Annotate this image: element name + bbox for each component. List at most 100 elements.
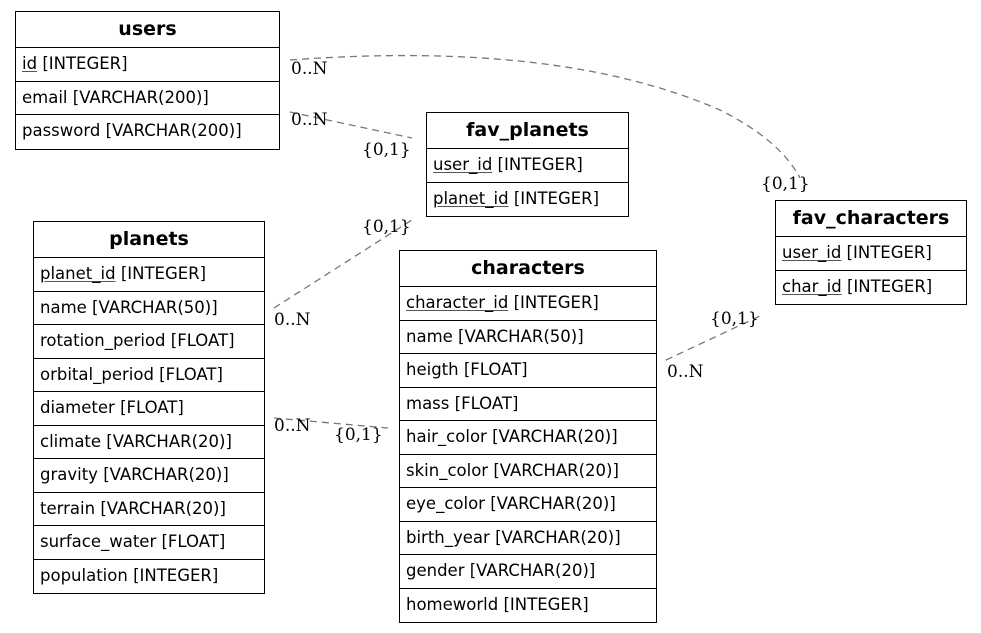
rel-users-fav-characters-to-card: {0,1}: [761, 174, 810, 194]
field-name: id: [22, 54, 38, 73]
entity-title: fav_characters: [776, 201, 966, 237]
field-type: [FLOAT]: [454, 393, 519, 413]
field-row: skin_color [VARCHAR(20)]: [400, 455, 656, 488]
field-row: climate [VARCHAR(20)]: [34, 426, 264, 459]
field-name: homeworld: [406, 594, 499, 614]
rel-users-fav-planets-to-card: {0,1}: [362, 140, 411, 160]
rel-users-fav-planets-from-card: 0..N: [291, 110, 328, 130]
rel-users-fav-planets-line: [289, 111, 413, 139]
field-row: id [INTEGER]: [16, 48, 279, 82]
field-row: eye_color [VARCHAR(20)]: [400, 488, 656, 522]
field-name: rotation_period: [40, 331, 166, 350]
field-name: name: [406, 326, 453, 346]
field-name: eye_color: [406, 494, 485, 513]
field-row: name [VARCHAR(50)]: [400, 321, 656, 354]
field-row: name [VARCHAR(50)]: [34, 292, 264, 325]
field-type: [INTEGER]: [133, 565, 219, 585]
field-type: [FLOAT]: [161, 532, 226, 551]
rel-planets-fav-planets-line: [273, 217, 416, 309]
entity-users: users id [INTEGER] email [VARCHAR(200)] …: [15, 11, 280, 150]
field-name: gender: [406, 561, 465, 580]
rel-planets-fav-planets-to-card: {0,1}: [362, 217, 411, 237]
field-row: email [VARCHAR(200)]: [16, 82, 279, 115]
field-type: [FLOAT]: [170, 331, 235, 350]
field-name: password: [22, 121, 101, 140]
field-row: planet_id [INTEGER]: [427, 183, 628, 217]
field-row: diameter [FLOAT]: [34, 392, 264, 426]
field-row: population [INTEGER]: [34, 560, 264, 594]
entity-fav-planets: fav_planets user_id [INTEGER] planet_id …: [426, 112, 629, 217]
field-type: [INTEGER]: [846, 243, 932, 262]
entity-title: characters: [400, 251, 656, 287]
field-type: [INTEGER]: [42, 54, 128, 73]
field-name: population: [40, 565, 128, 585]
field-type: [INTEGER]: [497, 155, 583, 174]
field-row: orbital_period [FLOAT]: [34, 359, 264, 392]
field-type: [VARCHAR(20)]: [495, 527, 621, 547]
field-row: mass [FLOAT]: [400, 388, 656, 421]
field-name: user_id: [782, 243, 842, 262]
field-type: [FLOAT]: [463, 360, 528, 379]
field-name: user_id: [433, 155, 493, 174]
field-name: birth_year: [406, 527, 490, 547]
entity-fav-characters: fav_characters user_id [INTEGER] char_id…: [775, 200, 967, 305]
field-type: [VARCHAR(50)]: [458, 326, 584, 346]
field-name: diameter: [40, 398, 115, 417]
entity-title: users: [16, 12, 279, 48]
entity-title: planets: [34, 222, 264, 258]
field-type: [FLOAT]: [159, 364, 223, 384]
field-row: char_id [INTEGER]: [776, 271, 966, 305]
field-row: gravity [VARCHAR(20)]: [34, 459, 264, 493]
field-name: gravity: [40, 465, 98, 484]
field-type: [VARCHAR(20)]: [493, 460, 619, 480]
rel-planets-characters-from-card: 0..N: [274, 416, 311, 436]
field-name: char_id: [782, 276, 842, 296]
rel-users-fav-characters-from-card: 0..N: [291, 59, 328, 79]
rel-characters-fav-characters-to-card: {0,1}: [710, 309, 759, 329]
field-type: [VARCHAR(20)]: [490, 494, 616, 513]
field-row: rotation_period [FLOAT]: [34, 325, 264, 359]
field-row: birth_year [VARCHAR(20)]: [400, 522, 656, 555]
field-type: [VARCHAR(200)]: [105, 121, 242, 140]
field-row: planet_id [INTEGER]: [34, 258, 264, 292]
entity-characters: characters character_id [INTEGER] name […: [399, 250, 657, 623]
rel-planets-fav-planets-from-card: 0..N: [274, 310, 311, 330]
field-name: character_id: [406, 293, 509, 312]
rel-characters-fav-characters-line: [665, 314, 763, 361]
field-row: heigth [FLOAT]: [400, 354, 656, 388]
field-row: homeworld [INTEGER]: [400, 589, 656, 623]
field-type: [VARCHAR(20)]: [103, 465, 229, 484]
field-type: [VARCHAR(20)]: [469, 561, 596, 580]
field-row: gender [VARCHAR(20)]: [400, 555, 656, 589]
field-type: [FLOAT]: [120, 398, 184, 417]
field-type: [INTEGER]: [120, 264, 207, 283]
entity-planets: planets planet_id [INTEGER] name [VARCHA…: [33, 221, 265, 594]
field-name: planet_id: [40, 264, 116, 283]
field-row: hair_color [VARCHAR(20)]: [400, 421, 656, 455]
entity-title: fav_planets: [427, 113, 628, 149]
field-name: orbital_period: [40, 364, 154, 384]
field-name: hair_color: [406, 427, 487, 446]
rel-characters-fav-characters-from-card: 0..N: [667, 362, 704, 382]
field-name: terrain: [40, 498, 96, 518]
field-row: character_id [INTEGER]: [400, 287, 656, 321]
field-type: [INTEGER]: [503, 594, 589, 614]
field-type: [VARCHAR(20)]: [106, 431, 232, 451]
field-type: [VARCHAR(200)]: [72, 87, 209, 107]
field-name: name: [40, 297, 87, 317]
field-row: user_id [INTEGER]: [776, 237, 966, 271]
field-type: [INTEGER]: [513, 293, 599, 312]
field-type: [VARCHAR(20)]: [492, 427, 618, 446]
field-name: climate: [40, 431, 102, 451]
field-name: heigth: [406, 360, 459, 379]
field-type: [INTEGER]: [846, 276, 933, 296]
field-name: surface_water: [40, 532, 157, 551]
field-name: email: [22, 87, 68, 107]
field-row: user_id [INTEGER]: [427, 149, 628, 183]
field-row: password [VARCHAR(200)]: [16, 115, 279, 149]
field-type: [VARCHAR(20)]: [100, 498, 226, 518]
field-type: [INTEGER]: [513, 188, 600, 208]
rel-planets-characters-to-card: {0,1}: [334, 425, 383, 445]
field-row: surface_water [FLOAT]: [34, 526, 264, 560]
